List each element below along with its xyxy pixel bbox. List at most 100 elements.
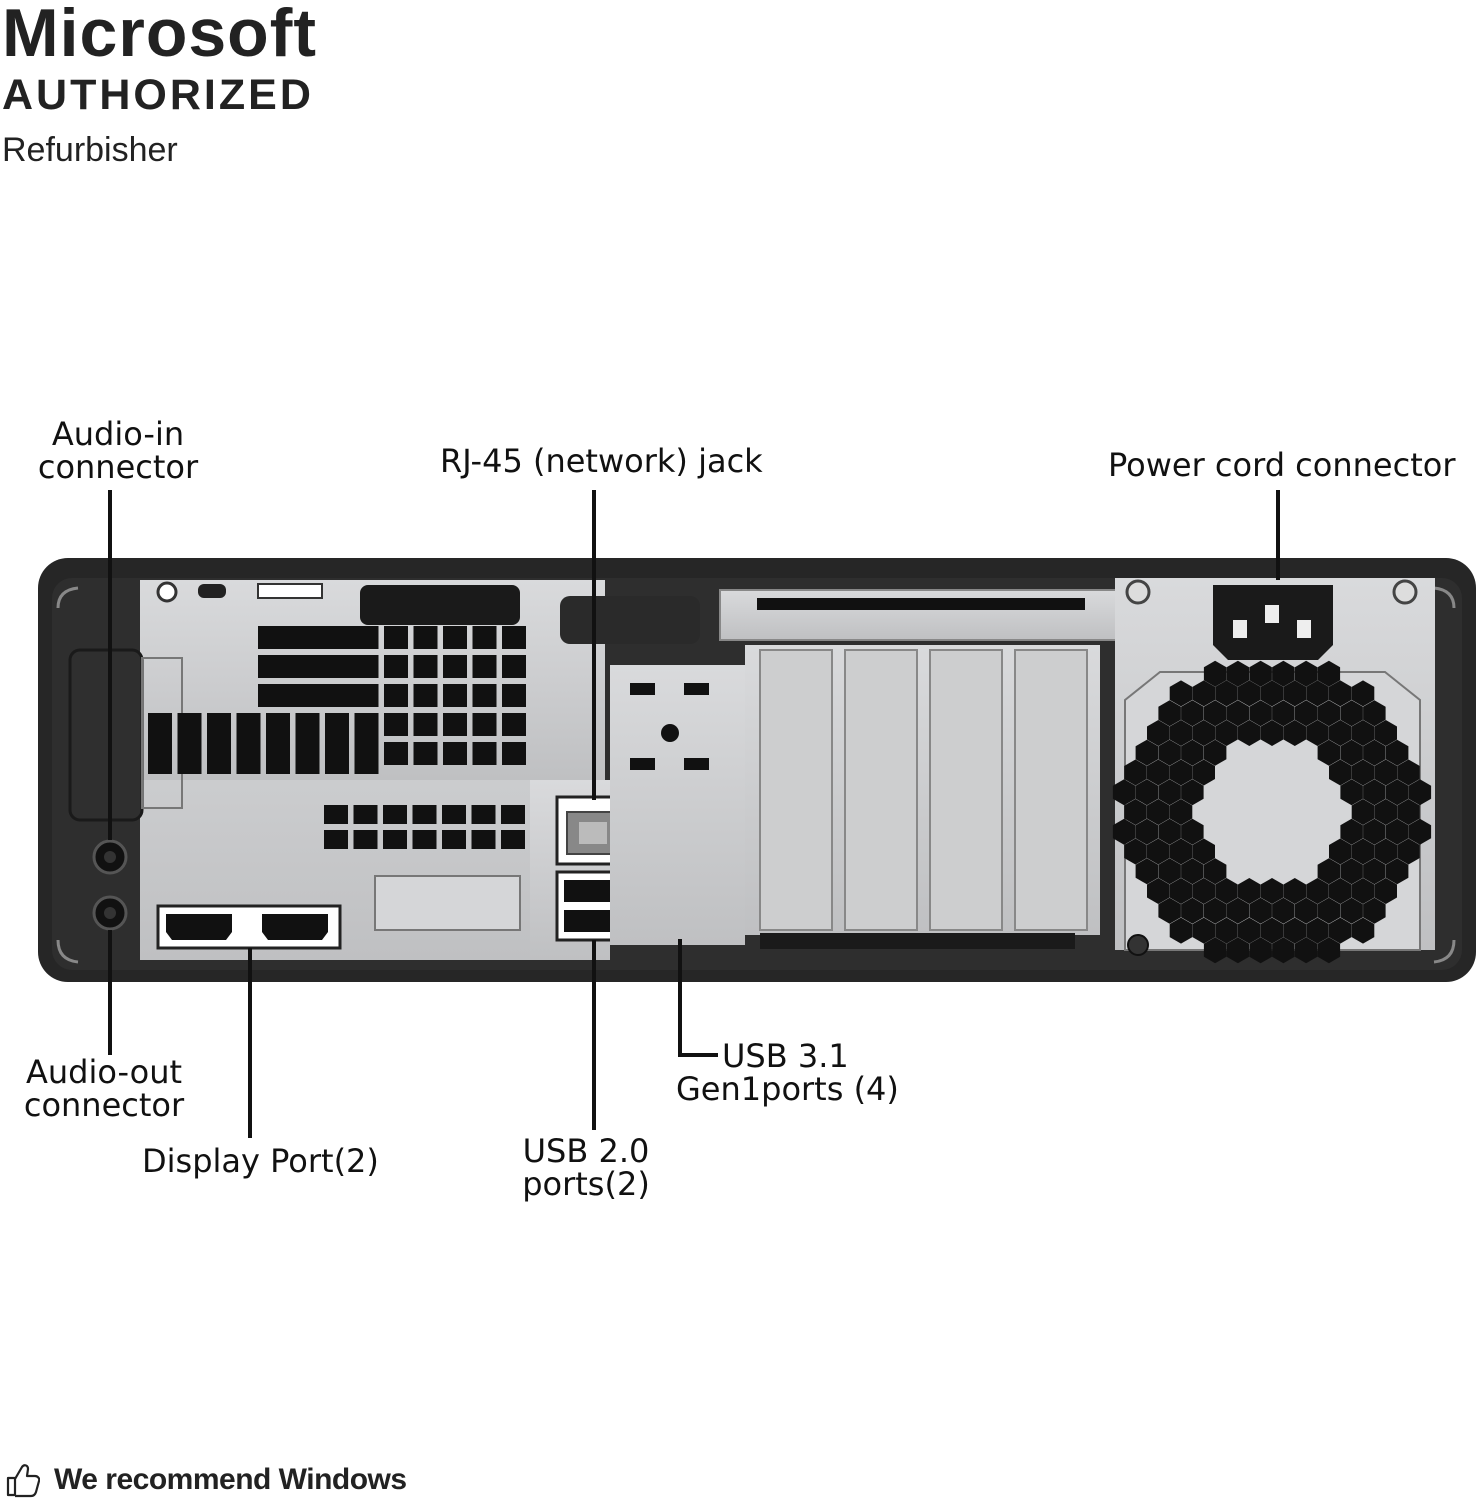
vent-hole (413, 684, 438, 707)
fan-hex-hole (1306, 917, 1329, 944)
fan-hex-hole (1226, 897, 1250, 924)
fan-hex-hole (1249, 937, 1272, 964)
fan-hex-hole (1169, 799, 1193, 825)
fan-hex-hole (1363, 897, 1386, 924)
fan-hex-hole (1135, 858, 1159, 885)
fan-hex-hole (1329, 917, 1352, 944)
vent-hole (471, 805, 496, 824)
fan-hex-hole (1397, 838, 1420, 865)
fan-hex-hole (1272, 700, 1295, 727)
fan-hex-hole (1385, 739, 1409, 766)
vent-hole (472, 655, 497, 678)
fan-hex-hole (1215, 720, 1238, 746)
vent-hole (354, 751, 379, 774)
fan-hex-hole (1351, 878, 1375, 904)
fan-hex-hole (1260, 680, 1284, 707)
fan-hex-hole (1329, 680, 1352, 707)
fan-hex-hole (1169, 917, 1193, 944)
fan-hex-hole (1306, 680, 1329, 707)
vent-hole (413, 742, 438, 765)
fan-hex-hole (1158, 700, 1181, 727)
fan-hex-hole (1147, 838, 1170, 865)
fan-hex-hole (1340, 818, 1363, 845)
fan-hex-hole (1169, 878, 1193, 904)
fan-hex-hole (1374, 799, 1397, 825)
fan-hex-hole (1397, 799, 1420, 825)
vent-hole (472, 742, 497, 765)
vent-hole (177, 751, 202, 774)
fan-hex-hole (1124, 838, 1147, 865)
fan-hex-hole (1215, 680, 1238, 707)
fan-hex-hole (1169, 838, 1193, 865)
label-audio-out-line2: connector (23, 1086, 185, 1124)
label-usb20-line1: USB 2.0 (522, 1132, 650, 1170)
vent-hole (383, 830, 407, 849)
fan-hex-hole (1272, 937, 1295, 964)
fan-hex-hole (1351, 838, 1375, 865)
fan-hex-hole (1317, 700, 1341, 727)
vent-hole (412, 805, 437, 824)
vent-hole (501, 830, 525, 849)
vent-hole (325, 751, 349, 774)
power-supply (1112, 578, 1435, 964)
fan-hex-hole (1329, 759, 1352, 786)
vent-hole (354, 722, 379, 745)
fan-hex-hole (1374, 720, 1397, 746)
label-audio-in-line1: Audio-in (51, 415, 185, 453)
fan-hex-hole (1340, 897, 1363, 924)
fan-hex-hole (1385, 779, 1409, 806)
fan-hex-hole (1249, 700, 1272, 727)
vent-hole (443, 684, 467, 707)
vent-hole (266, 751, 290, 774)
callout-lines (108, 490, 1280, 1138)
fan-hex-hole (1294, 937, 1318, 964)
fan-hex-hole (1340, 779, 1363, 806)
fan-hex-hole (1260, 878, 1284, 904)
fan-hex-hole (1238, 878, 1261, 904)
vent-hole (384, 684, 408, 707)
label-audio-in: Audio-in connector (30, 418, 206, 484)
fan-hex-hole (1329, 720, 1352, 746)
fan-hex-hole (1181, 700, 1204, 727)
fan-hex-hole (1385, 858, 1409, 885)
fan-hex-hole (1203, 937, 1227, 964)
fan-hex-hole (1192, 838, 1215, 865)
vent-hole (287, 655, 312, 678)
vent-hole (384, 626, 408, 649)
fan-hex-hole (1374, 838, 1397, 865)
fan-hex-hole (1112, 818, 1136, 845)
vent-hole (472, 684, 497, 707)
fan-hex-hole (1317, 858, 1341, 885)
fan-hex-hole (1260, 917, 1284, 944)
fan-hex-hole (1351, 759, 1375, 786)
fan-hex-hole (1385, 818, 1409, 845)
fan-hex-hole (1329, 878, 1352, 904)
label-usb20: USB 2.0 ports(2) (516, 1135, 656, 1201)
label-usb31-line1: USB 3.1 (722, 1037, 849, 1075)
fan-hex-hole (1249, 660, 1272, 687)
vent-grid (148, 626, 526, 849)
microsoft-authorized-refurbisher-logo: Microsoft AUTHORIZED Refurbisher (2, 0, 317, 170)
logo-line-microsoft: Microsoft (2, 0, 317, 71)
fan-hex-hole (1340, 858, 1363, 885)
fan-hex-hole (1351, 799, 1375, 825)
footer: We recommend Windows (4, 1462, 407, 1498)
fan-hex-hole (1249, 897, 1272, 924)
fan-hex-hole (1158, 858, 1181, 885)
fan-hex-hole (1340, 700, 1363, 727)
fan-hex-hole (1192, 917, 1215, 944)
fan-hex-hole (1181, 897, 1204, 924)
vent-hole (346, 626, 371, 649)
fan-hex-hole (1363, 818, 1386, 845)
fan-hex-hole (1124, 759, 1147, 786)
vent-hole (258, 655, 282, 678)
label-audio-out: Audio-out connector (14, 1056, 194, 1122)
fan-hex-hole (1158, 818, 1181, 845)
label-usb31-line2: Gen1ports (4) (676, 1070, 899, 1108)
fan-hex-hole (1272, 897, 1295, 924)
vent-hole (413, 713, 438, 736)
fan-hex-hole (1306, 878, 1329, 904)
vent-hole (383, 805, 407, 824)
logo-line-authorized: AUTHORIZED (2, 71, 314, 119)
fan-hex-hole (1203, 739, 1227, 766)
